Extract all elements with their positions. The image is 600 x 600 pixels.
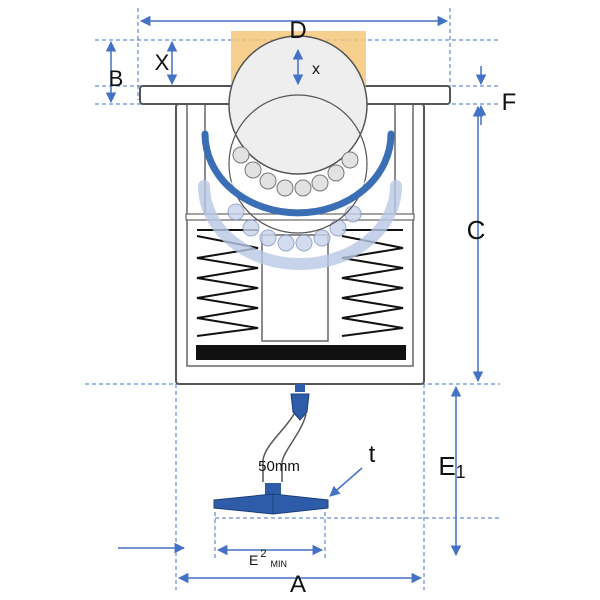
ball-lowered-outline <box>228 94 368 234</box>
label-E2-main: E <box>249 552 258 568</box>
main-ball <box>228 35 368 175</box>
label-C: C <box>467 215 486 245</box>
lowered-bearing-balls <box>227 203 362 252</box>
label-E1-main: E <box>438 451 455 481</box>
label-F: F <box>502 89 517 116</box>
piston <box>261 234 329 342</box>
label-E2-sub: MIN <box>270 559 287 569</box>
raised-ball-cup <box>201 130 395 217</box>
label-hose-length: 50mm <box>258 458 300 475</box>
label-t: t <box>369 441 376 468</box>
dimension-arrows <box>105 15 487 584</box>
label-X: X <box>155 50 170 75</box>
pointer-t <box>329 467 363 497</box>
raised-bearing-balls <box>232 146 359 197</box>
label-D: D <box>289 17 306 44</box>
label-E1: E1 <box>438 451 465 482</box>
label-E2-sup: 2 <box>260 548 266 560</box>
foot-actuator <box>213 483 329 515</box>
air-hose <box>262 413 307 482</box>
bottom-plate <box>196 345 406 360</box>
lowered-ball-cup <box>198 180 402 270</box>
label-x-small: x <box>312 61 320 78</box>
air-connector <box>290 384 310 421</box>
label-A: A <box>290 571 306 598</box>
label-E1-sub: 1 <box>456 462 466 482</box>
label-B: B <box>109 66 124 91</box>
